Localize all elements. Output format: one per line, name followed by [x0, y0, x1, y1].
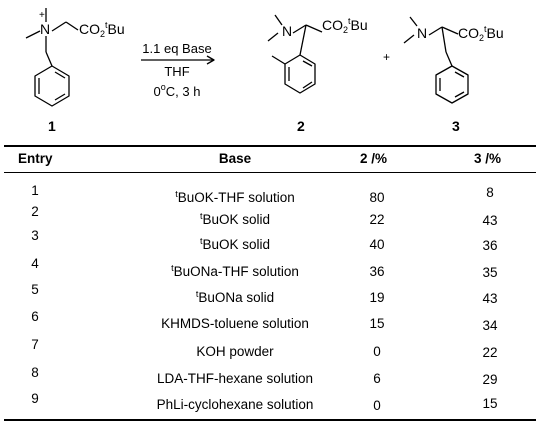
product-3-n-atom: N [417, 25, 427, 41]
header-product-3: 3 /% [474, 151, 502, 166]
yield-3: 35 [482, 265, 498, 280]
compound-label-3: 3 [452, 118, 460, 134]
base-name: tBuOK solid [199, 236, 271, 253]
base-name: tBuONa-THF solution [171, 263, 299, 280]
condition-base: 1.1 eq Base [142, 41, 211, 56]
entry-number: 9 [31, 391, 39, 406]
yield-2: 0 [373, 398, 381, 413]
yield-2: 80 [369, 190, 385, 205]
compound-label-1: 1 [48, 118, 56, 134]
reactant-charge: + [39, 10, 45, 21]
yield-2: 0 [373, 344, 381, 359]
entry-number: 7 [31, 337, 39, 352]
base-name: KOH powder [196, 344, 274, 359]
reactant-structure [25, 8, 79, 107]
base-name: KHMDS-toluene solution [161, 316, 309, 331]
header-entry: Entry [18, 151, 53, 166]
product-3-ester-group: CO2tBu [458, 24, 504, 43]
yield-2: 15 [369, 316, 385, 331]
product-2-n-atom: N [282, 23, 292, 39]
yield-2: 36 [369, 264, 385, 279]
product-3-structure [403, 16, 469, 104]
base-name: tBuONa solid [195, 289, 275, 306]
yield-2: 22 [369, 212, 385, 227]
compound-label-2: 2 [297, 118, 305, 134]
header-base: Base [218, 151, 252, 166]
table-header-rule [4, 172, 536, 173]
table-bottom-rule [4, 419, 536, 421]
reaction-scheme: N + CO2tBu 1 1.1 eq Base THF 0oC, 3 h N … [25, 8, 504, 134]
entry-number: 8 [31, 365, 39, 380]
base-name: LDA-THF-hexane solution [156, 371, 314, 386]
condition-solvent: THF [164, 64, 189, 79]
base-name: tBuOK-THF solution [175, 189, 295, 206]
yield-3: 36 [482, 238, 498, 253]
yield-2: 6 [373, 371, 381, 386]
yield-3: 22 [482, 345, 498, 360]
entry-number: 5 [31, 282, 39, 297]
entry-number: 1 [31, 183, 39, 198]
condition-temperature-time: 0oC, 3 h [154, 82, 201, 99]
entry-number: 4 [31, 256, 39, 271]
entry-number: 3 [31, 228, 39, 243]
reactant-ester-group: CO2tBu [79, 20, 125, 39]
yield-3: 8 [486, 185, 494, 200]
base-name: PhLi-cyclohexane solution [156, 397, 314, 412]
entry-number: 2 [31, 204, 39, 219]
yield-3: 15 [482, 396, 498, 411]
product-2-ester-group: CO2tBu [322, 16, 368, 35]
yield-2: 40 [369, 237, 385, 252]
entry-number: 6 [31, 309, 39, 324]
yield-3: 34 [482, 318, 498, 333]
table-top-rule [4, 145, 536, 147]
yield-3: 29 [482, 372, 498, 387]
plus-sign: + [383, 50, 390, 64]
yield-2: 19 [369, 290, 385, 305]
yield-3: 43 [482, 291, 498, 306]
product-2-structure [267, 14, 323, 94]
header-product-2: 2 /% [360, 151, 388, 166]
base-name: tBuOK solid [199, 211, 271, 228]
yield-3: 43 [482, 213, 498, 228]
reactant-n-atom: N [40, 21, 50, 37]
